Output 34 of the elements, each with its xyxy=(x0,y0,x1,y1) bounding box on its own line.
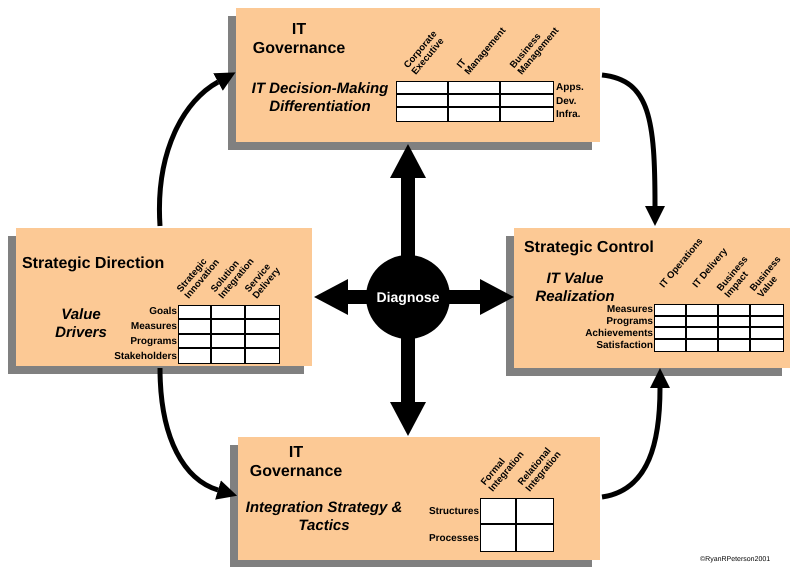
block-arrow xyxy=(314,279,367,315)
panel-box xyxy=(236,8,600,142)
row-label: Measures xyxy=(130,321,177,332)
row-label: Processes xyxy=(428,532,479,544)
panel-box xyxy=(238,437,600,560)
panel-subtitle: IT Value Realization xyxy=(534,270,616,305)
panel-box xyxy=(16,228,312,366)
panel-subtitle: IT Decision-Making Differentiation xyxy=(250,80,390,116)
curved-arrow xyxy=(602,72,665,226)
circle-label: Diagnose xyxy=(376,289,440,305)
panel-title: Strategic Control xyxy=(524,238,654,257)
block-arrow xyxy=(449,279,514,315)
block-arrow xyxy=(390,144,426,256)
curved-arrow xyxy=(156,71,235,226)
row-label: Infra. xyxy=(556,109,580,120)
curved-arrow xyxy=(158,368,237,500)
row-label: Programs xyxy=(606,316,653,327)
curved-arrow xyxy=(601,368,670,500)
panel-title: IT Governance xyxy=(252,20,346,58)
row-label: Programs xyxy=(130,336,177,347)
row-label: Measures xyxy=(606,304,653,315)
panel-box xyxy=(514,228,790,368)
row-label: Dev. xyxy=(556,96,576,106)
row-label: Apps. xyxy=(556,82,584,93)
panel-title: Strategic Direction xyxy=(22,254,164,273)
panel-title: IT Governance xyxy=(248,443,344,481)
row-label: Satisfaction xyxy=(596,340,653,351)
row-label: Structures xyxy=(428,506,479,516)
panel-subtitle: Value Drivers xyxy=(54,306,108,342)
panel-subtitle: Integration Strategy & Tactics xyxy=(244,499,404,535)
row-label: Stakeholders xyxy=(114,350,177,362)
row-label: Achievements xyxy=(585,328,653,339)
row-label: Goals xyxy=(149,306,177,318)
block-arrow xyxy=(390,338,426,436)
